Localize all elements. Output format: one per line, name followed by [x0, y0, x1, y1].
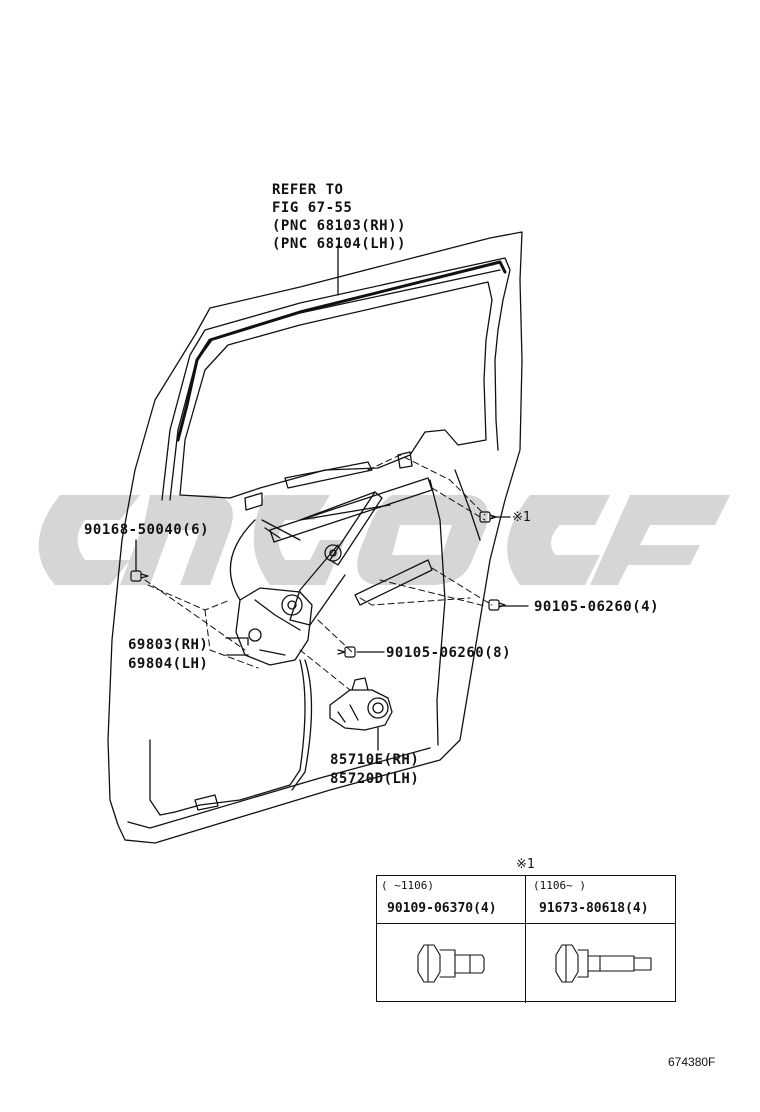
note-table-range-b: (1106~ ): [533, 879, 586, 892]
note-table-divider: [377, 923, 675, 924]
note-table-part-b[interactable]: 91673-80618(4): [539, 901, 649, 916]
reference-line-2: FIG 67-55: [272, 200, 353, 216]
part-label-regulator-lh[interactable]: 69804(LH): [128, 656, 209, 672]
part-label-bolt-upper[interactable]: 90105-06260(4): [534, 599, 660, 615]
part-label-regulator-rh[interactable]: 69803(RH): [128, 637, 209, 653]
reference-line-4: (PNC 68104(LH)): [272, 236, 406, 252]
part-label-bolt-lower[interactable]: 90105-06260(8): [386, 645, 512, 661]
note-table-part-a[interactable]: 90109-06370(4): [387, 901, 497, 916]
part-label-motor-lh[interactable]: 85720D(LH): [330, 771, 420, 787]
bolt-illustration-a: [417, 944, 485, 983]
bolt-illustration-b: [555, 944, 652, 983]
watermark-logo: [38, 495, 730, 585]
note-table: ( ~1106) 90109-06370(4) (1106~ ) 91673-8…: [376, 875, 676, 1003]
note-table-title: ※1: [516, 857, 535, 872]
figure-code: 674380F: [668, 1055, 716, 1069]
note-table-col-a: [377, 876, 526, 1003]
part-label-motor-rh[interactable]: 85710E(RH): [330, 752, 420, 768]
door-line-art: [107, 231, 652, 983]
reference-line-3: (PNC 68103(RH)): [272, 218, 406, 234]
reference-line-1: REFER TO: [272, 182, 344, 198]
part-label-screw[interactable]: 90168-50040(6): [84, 522, 210, 538]
note-table-range-a: ( ~1106): [381, 879, 434, 892]
note-marker: ※1: [512, 510, 531, 525]
reference-note: REFER TO FIG 67-55 (PNC 68103(RH)) (PNC …: [272, 181, 406, 253]
